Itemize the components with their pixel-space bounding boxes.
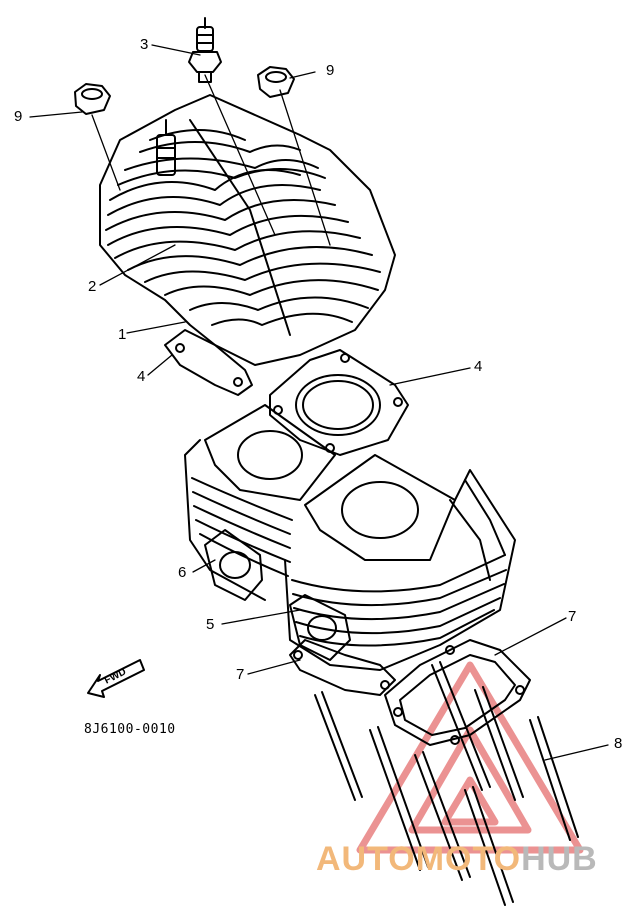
watermark-text: AUTOMOTOHUB [316, 840, 598, 879]
nut-right [257, 66, 295, 98]
base-gasket-right [384, 639, 531, 746]
part-number: 8J6100-0010 [84, 722, 176, 737]
cylinder-block [184, 404, 516, 671]
callout-head-gasket-small: 4 [137, 368, 146, 385]
callout-head-gasket-ring: 2 [88, 278, 97, 295]
watermark-part1: AUTOMOTO [316, 840, 522, 878]
studs [314, 661, 579, 906]
nut-left [74, 83, 111, 115]
callout-exhaust-flange: 5 [206, 616, 215, 633]
cylinder-gasket [269, 349, 409, 456]
cylinder-head [99, 94, 396, 366]
watermark-part2: HUB [521, 840, 598, 878]
callout-nut-left: 9 [14, 108, 23, 125]
callout-base-gasket-right: 7 [568, 608, 577, 625]
callout-cylinder-head: 1 [118, 326, 127, 343]
callout-base-gasket-left: 7 [236, 666, 245, 683]
leader-lines [29, 44, 609, 761]
head-gasket-small [164, 329, 253, 396]
callout-spark-plug: 3 [140, 36, 149, 53]
callout-studs: 8 [614, 735, 623, 752]
fwd-arrow-icon [87, 659, 145, 698]
callout-exhaust-port: 6 [178, 564, 187, 581]
callout-nut-right: 9 [326, 62, 335, 79]
spark-plug [188, 17, 222, 83]
callout-cylinder-gasket: 4 [474, 358, 483, 375]
base-gasket-left [289, 639, 396, 696]
